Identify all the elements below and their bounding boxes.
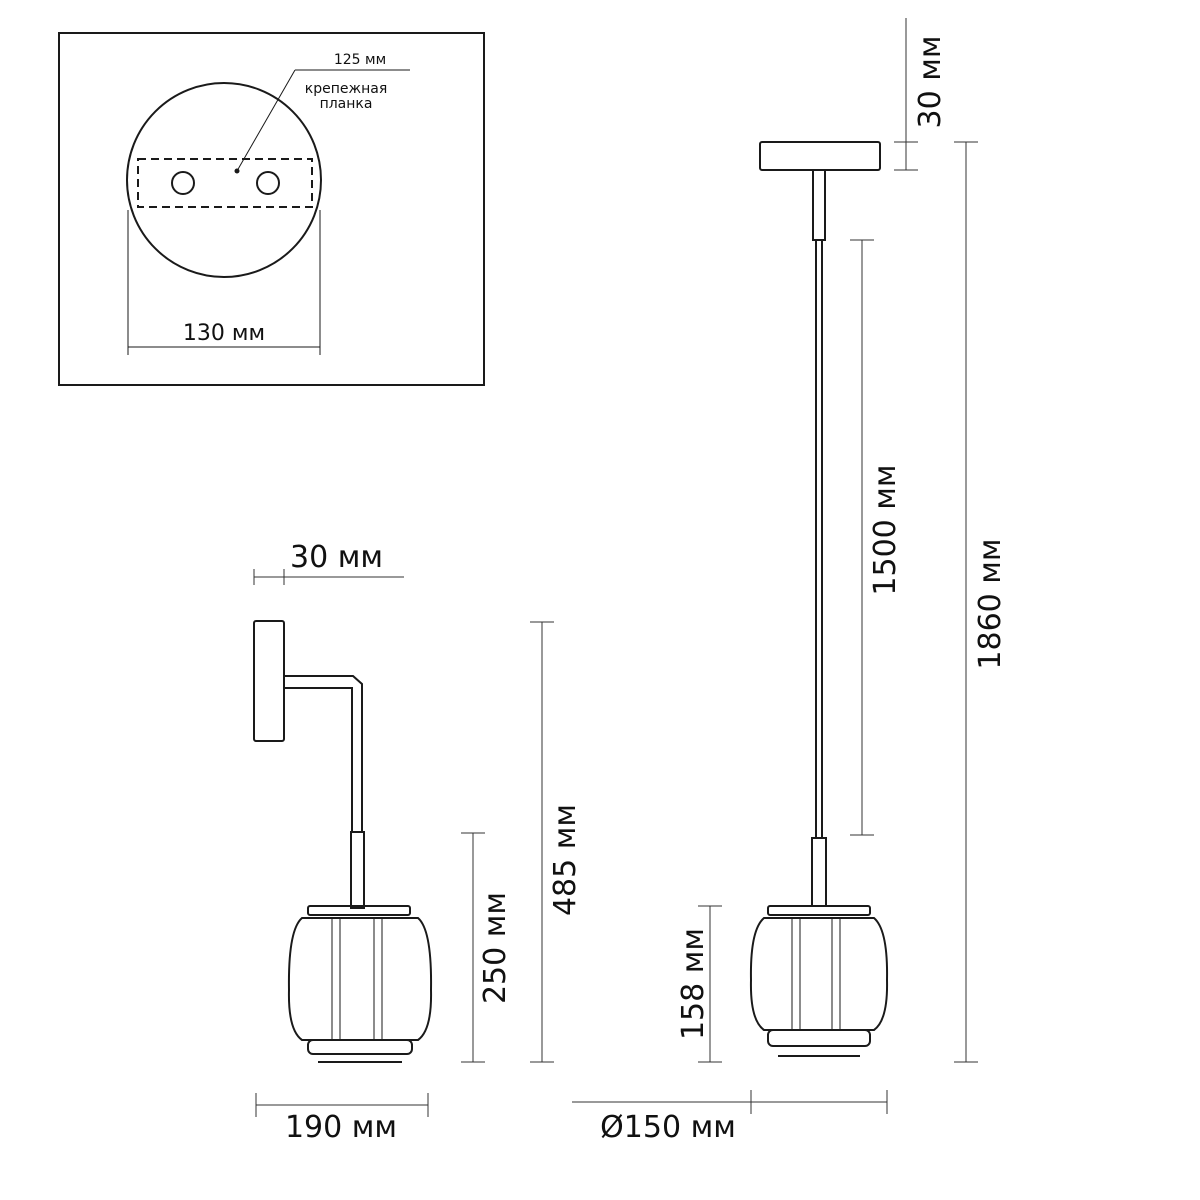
- wall-shade: [287, 917, 433, 1041]
- label-485: 485 мм: [548, 804, 583, 916]
- wall-plate: [253, 620, 285, 742]
- wall-arm: [284, 675, 363, 832]
- label-mounting-note-1: крепежная: [305, 81, 388, 97]
- label-150: Ø150 мм: [600, 1110, 736, 1145]
- screw-hole-left: [171, 171, 195, 195]
- wall-shade-cap: [307, 905, 411, 916]
- pendant-upper-sleeve: [812, 169, 826, 241]
- label-30-wall: 30 мм: [290, 540, 383, 575]
- pendant-shade: [749, 917, 889, 1031]
- label-1500: 1500 мм: [868, 464, 903, 595]
- wall-dimensions: 30 мм 485 мм 250 мм 190 мм: [253, 540, 583, 1145]
- pendant-connector: [811, 837, 827, 907]
- screw-hole-right: [256, 171, 280, 195]
- mounting-inset: 125 мм крепежная планка 130 мм: [58, 32, 485, 386]
- wall-lamp: [253, 620, 433, 1063]
- wall-connector: [350, 831, 365, 909]
- label-30-canopy: 30 мм: [913, 36, 948, 129]
- pendant-lamp: [749, 141, 889, 1057]
- pendant-dimensions: 30 мм 1500 мм 1860 мм 158 мм Ø150 мм: [572, 18, 1008, 1145]
- label-125: 125 мм: [334, 52, 386, 68]
- inset-frame: [58, 32, 485, 386]
- pendant-shade-base: [767, 1029, 871, 1047]
- label-1860: 1860 мм: [973, 538, 1008, 669]
- label-250: 250 мм: [478, 892, 513, 1004]
- pendant-shade-cap: [767, 905, 871, 916]
- label-190: 190 мм: [285, 1110, 397, 1145]
- label-158: 158 мм: [676, 928, 711, 1040]
- pendant-canopy: [759, 141, 881, 171]
- leader-line: [236, 69, 296, 172]
- canopy-circle: [126, 82, 322, 278]
- label-mounting-note-2: планка: [320, 96, 373, 112]
- label-130: 130 мм: [183, 321, 265, 346]
- mounting-bar: [137, 158, 313, 208]
- wall-shade-base: [307, 1039, 413, 1055]
